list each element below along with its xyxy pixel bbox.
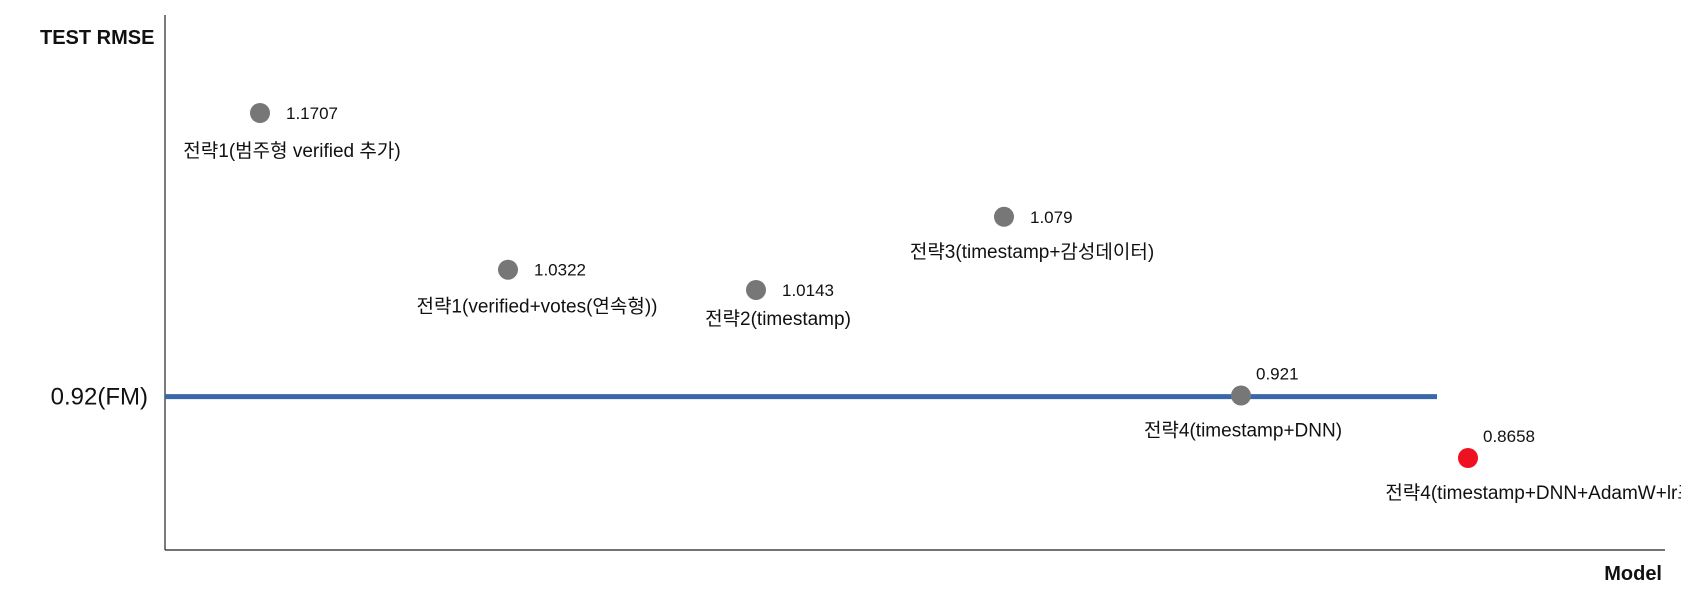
data-value-label-2: 1.0322 <box>534 261 586 280</box>
data-point-3 <box>746 279 766 300</box>
data-point-2 <box>498 259 518 280</box>
data-category-label-6: 전략4(timestamp+DNN+AdamW+lr조정) <box>1385 482 1681 504</box>
x-axis-title: Model <box>1604 563 1662 585</box>
data-category-label-3: 전략2(timestamp) <box>705 308 851 330</box>
data-value-label-5: 0.921 <box>1256 365 1299 384</box>
data-point-5 <box>1231 385 1251 406</box>
data-value-label-4: 1.079 <box>1030 208 1073 227</box>
data-category-label-1: 전략1(범주형 verified 추가) <box>183 140 400 162</box>
data-category-label-5: 전략4(timestamp+DNN) <box>1144 420 1342 442</box>
data-value-label-1: 1.1707 <box>286 104 338 123</box>
data-point-1 <box>250 103 270 123</box>
data-point-4 <box>994 206 1014 227</box>
data-value-label-6: 0.8658 <box>1483 427 1535 446</box>
data-points: 1.1707 전략1(범주형 verified 추가) 1.0322 전략1(veri… <box>183 103 1681 504</box>
y-axis-title: TEST RMSE <box>40 27 154 49</box>
reference-line-label: 0.92(FM) <box>51 384 148 411</box>
data-point-6 <box>1458 448 1478 468</box>
data-value-label-3: 1.0143 <box>782 281 834 300</box>
data-category-label-4: 전략3(timestamp+감성데이터) <box>910 241 1154 263</box>
data-category-label-2: 전략1(verified+votes(연속형)) <box>416 296 657 318</box>
